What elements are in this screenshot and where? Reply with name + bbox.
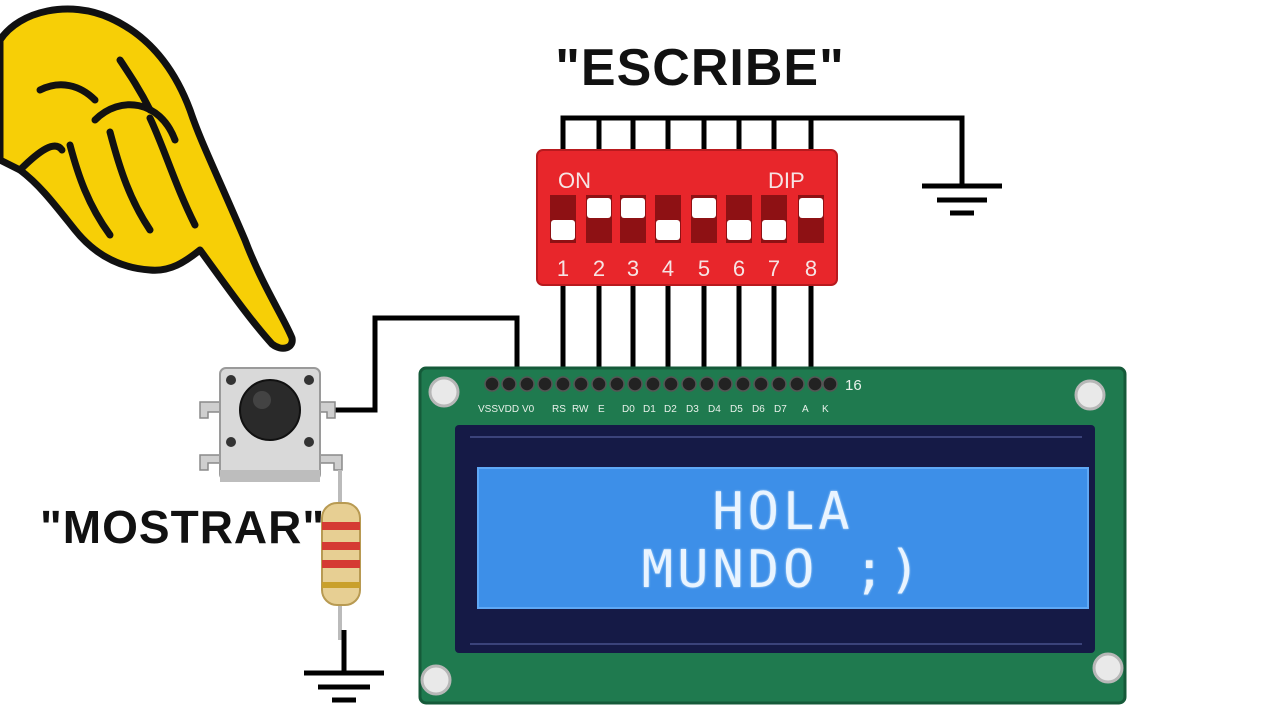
mount-hole-tl	[428, 376, 460, 408]
dip-switch-slots	[550, 195, 824, 243]
lcd-pin-labels: VSS VDD V0 RS RW E D0 D1 D2 D3 D4 D5 D6 …	[478, 404, 829, 415]
dip-number: 2	[593, 256, 605, 281]
pin-label: A	[802, 404, 809, 415]
dip-number: 7	[768, 256, 780, 281]
pin-label: D7	[774, 404, 787, 415]
dip-number: 5	[698, 256, 710, 281]
switch-knob-5	[692, 198, 716, 218]
lcd-text-line-1: HOLA	[712, 482, 854, 542]
pin-label: RS	[552, 404, 566, 415]
ground-symbol-icon	[304, 670, 384, 703]
pin-label: D4	[708, 404, 721, 415]
pin-label: D3	[686, 404, 699, 415]
push-button	[199, 367, 343, 482]
resistor	[321, 470, 361, 640]
dip-brand-label: DIP	[768, 168, 805, 193]
dip-number: 4	[662, 256, 674, 281]
pin-label: V0	[522, 404, 535, 415]
pin-label: VDD	[498, 404, 519, 415]
switch-knob-4	[656, 220, 680, 240]
pointing-hand-icon	[0, 5, 296, 352]
dip-number: 3	[627, 256, 639, 281]
switch-knob-6	[727, 220, 751, 240]
dip-number: 1	[557, 256, 569, 281]
pin-label: D5	[730, 404, 743, 415]
pin-label: D0	[622, 404, 635, 415]
dip-body	[536, 149, 838, 286]
pin-label: K	[822, 404, 829, 415]
switch-knob-2	[587, 198, 611, 218]
escribe-label: "ESCRIBE"	[555, 39, 845, 97]
lcd-text-line-2: MUNDO ;)	[641, 540, 925, 600]
dip-on-label: ON	[558, 168, 591, 193]
dip-common-wire	[560, 115, 965, 185]
mount-hole-br	[1092, 652, 1124, 684]
dip-number: 8	[805, 256, 817, 281]
lcd-pin-count: 16	[845, 377, 862, 394]
dip-number: 6	[733, 256, 745, 281]
pin-label: D2	[664, 404, 677, 415]
pin-label: D1	[643, 404, 656, 415]
button-cap	[239, 379, 301, 441]
switch-knob-8	[799, 198, 823, 218]
mostrar-label: "MOSTRAR"	[40, 501, 326, 553]
ground-symbol-icon	[922, 183, 1002, 216]
dip-to-lcd-wires	[560, 285, 814, 372]
pin-label: D6	[752, 404, 765, 415]
lcd-header-pins	[484, 376, 838, 392]
switch-knob-7	[762, 220, 786, 240]
mount-hole-tr	[1074, 379, 1106, 411]
dip-position-numbers: 1 2 3 4 5 6 7 8	[557, 256, 817, 281]
mount-hole-bl	[420, 664, 452, 696]
switch-knob-1	[551, 220, 575, 240]
pin-label: E	[598, 404, 605, 415]
lcd-screen	[477, 467, 1089, 609]
dip-switch: ON DIP 1 2 3 4 5 6 7 8	[536, 149, 838, 286]
lcd-module: 16 VSS VDD V0 RS RW E D0 D1 D2 D3 D4 D5 …	[418, 366, 1127, 705]
pin-label: VSS	[478, 404, 498, 415]
switch-knob-3	[621, 198, 645, 218]
button-wire	[328, 315, 520, 413]
pin-label: RW	[572, 404, 589, 415]
